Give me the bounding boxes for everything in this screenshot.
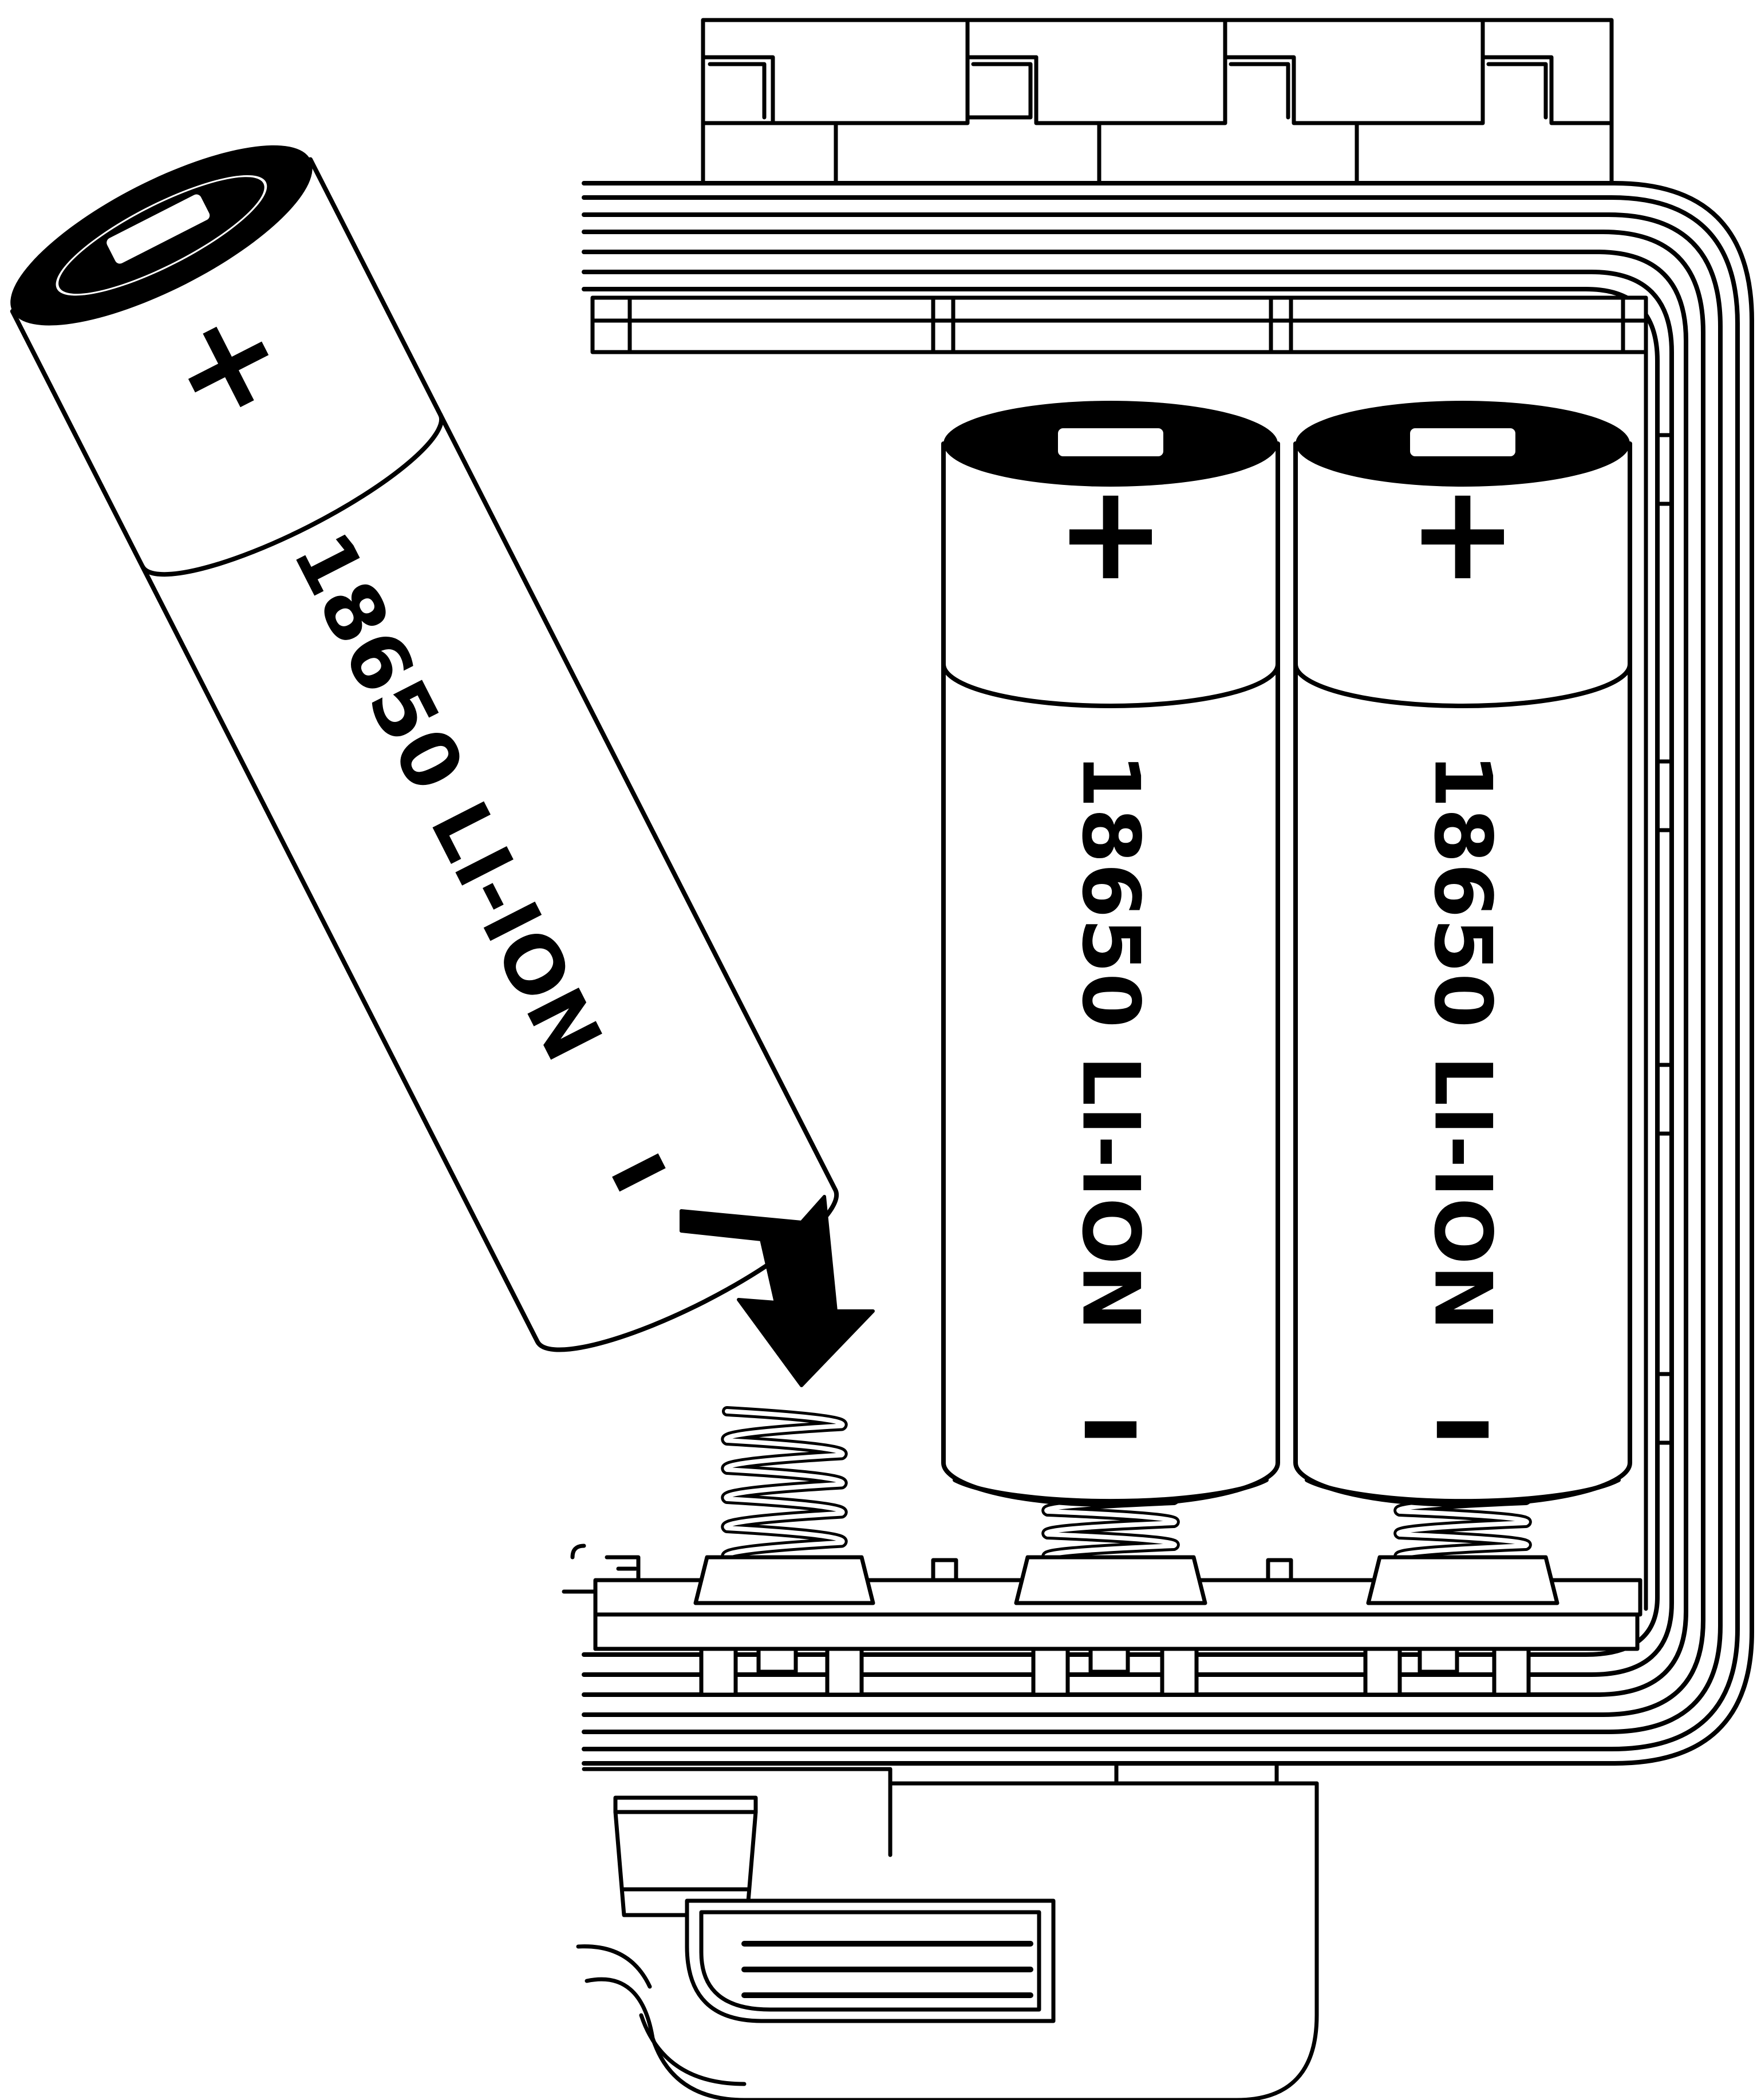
positive-terminal-icon: +	[1408, 457, 1518, 610]
insert-arrow-icon	[680, 1195, 875, 1387]
housing-shell	[582, 181, 1754, 1766]
contact-spring	[693, 1406, 875, 1605]
battery-installed-1: 18650 LI-ION + –	[941, 401, 1280, 1507]
latch-door	[576, 1761, 1319, 2100]
hinge-row	[701, 18, 1614, 185]
battery-label: 18650 LI-ION	[1065, 753, 1157, 1331]
negative-terminal-icon: –	[1430, 1344, 1496, 1497]
top-rail	[590, 295, 1648, 354]
inner-right-wall	[1644, 350, 1674, 1611]
negative-terminal-icon: –	[1078, 1344, 1144, 1497]
positive-terminal-icon: +	[1056, 457, 1166, 610]
battery-label: 18650 LI-ION	[1417, 753, 1509, 1331]
battery-compartment-housing	[562, 18, 1754, 2100]
battery-installed-2: 18650 LI-ION + –	[1293, 401, 1632, 1507]
